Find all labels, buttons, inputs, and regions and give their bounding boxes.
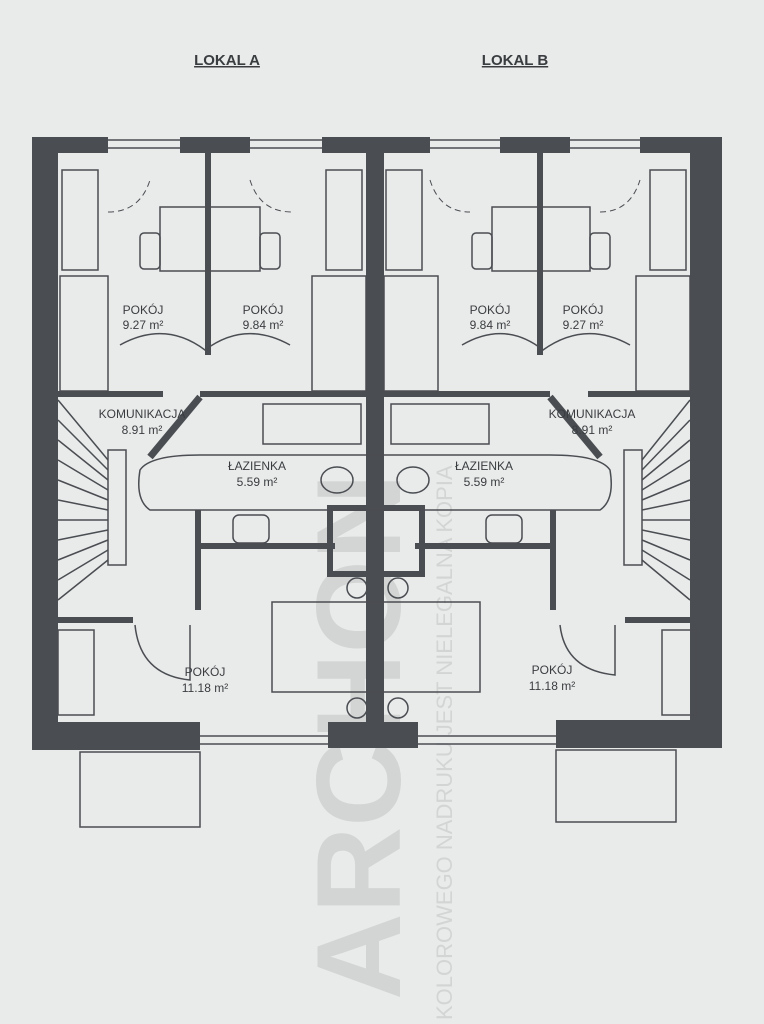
b-room1-area: 9.84 m² <box>470 318 511 332</box>
b-room1-name: POKÓJ <box>470 302 511 317</box>
unit-a-title: LOKAL A <box>194 52 260 69</box>
a-room3-area: 11.18 m² <box>182 681 228 695</box>
walls <box>32 137 722 750</box>
a-room3-name: POKÓJ <box>185 664 226 679</box>
b-room2-area: 9.27 m² <box>563 318 604 332</box>
furniture <box>57 169 697 828</box>
doors <box>107 179 641 681</box>
a-bath-area: 5.59 m² <box>237 475 278 489</box>
a-room2-name: POKÓJ <box>243 302 284 317</box>
b-room3-name: POKÓJ <box>532 662 573 677</box>
windows <box>108 139 640 745</box>
stairs <box>57 399 691 601</box>
b-bath-area: 5.59 m² <box>464 475 505 489</box>
b-bath-name: ŁAZIENKA <box>455 459 513 473</box>
b-hall-area: 8.91 m² <box>572 423 613 437</box>
watermark-notice: KOLOROWEGO NADRUKU JEST NIELEGALNA KOPIA <box>432 465 457 1020</box>
unit-b-title: LOKAL B <box>482 52 549 69</box>
b-room3-area: 11.18 m² <box>529 679 575 693</box>
a-bath-name: ŁAZIENKA <box>228 459 286 473</box>
a-hall-area: 8.91 m² <box>122 423 163 437</box>
a-room2-area: 9.84 m² <box>243 318 284 332</box>
a-room1-area: 9.27 m² <box>123 318 164 332</box>
a-hall-name: KOMUNIKACJA <box>99 407 186 421</box>
b-hall-name: KOMUNIKACJA <box>549 407 636 421</box>
a-room1-name: POKÓJ <box>123 302 164 317</box>
room-labels: POKÓJ 9.27 m² POKÓJ 9.84 m² KOMUNIKACJA … <box>99 302 636 695</box>
b-room2-name: POKÓJ <box>563 302 604 317</box>
